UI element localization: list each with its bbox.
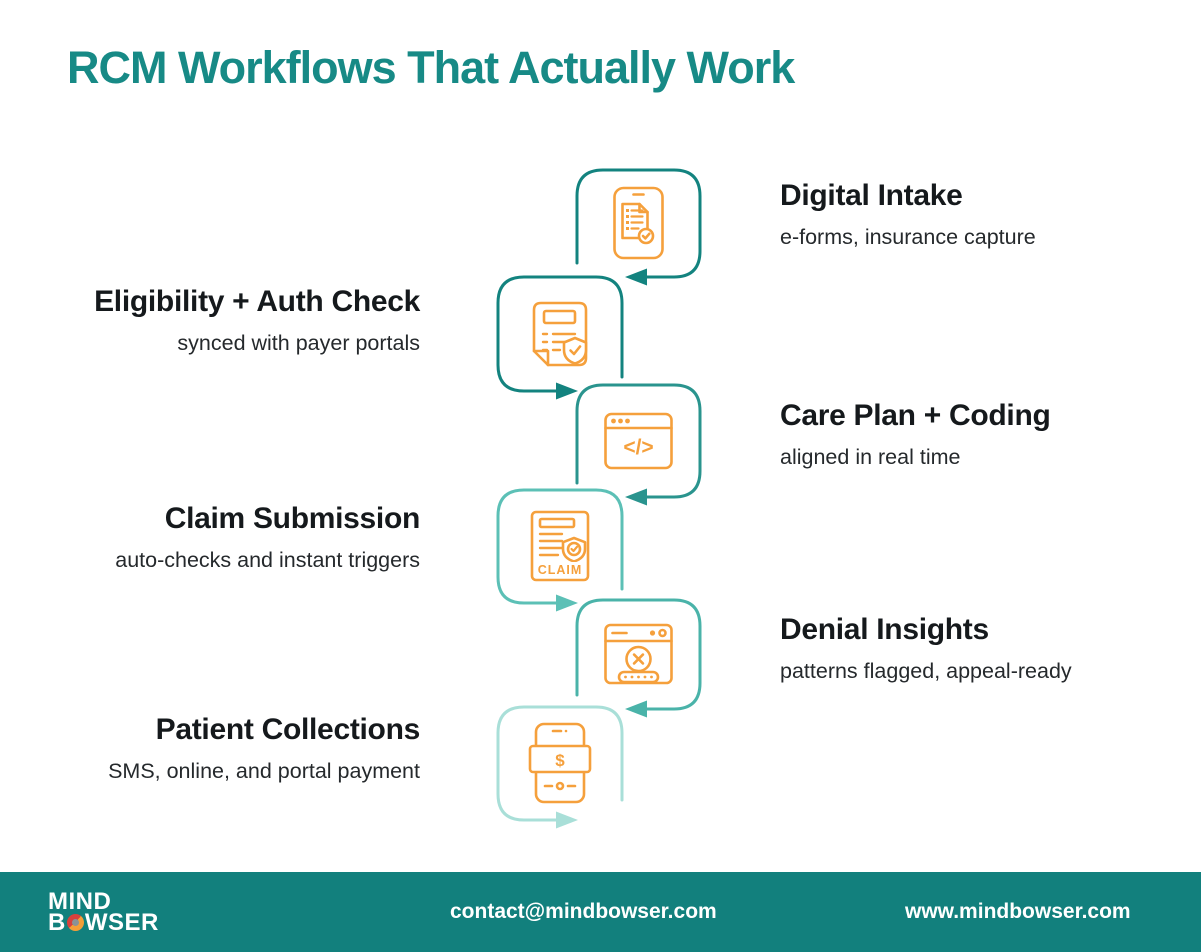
step-title-denial-insights: Denial Insights (780, 613, 989, 646)
step-subtitle-claim-submission: auto-checks and instant triggers (115, 548, 420, 572)
arrow-into-eligibility-icon (625, 268, 647, 286)
logo-text-mind: MIND (48, 888, 112, 915)
arrow-into-care-plan-icon (556, 382, 578, 400)
phone-form-icon (613, 186, 664, 260)
logo-text-bowser: B WSER (48, 909, 159, 936)
svg-text:</>: </> (623, 436, 653, 459)
step-eligibility: Eligibility + Auth Check synced with pay… (94, 285, 420, 356)
footer-email-link[interactable]: contact@mindbowser.com (450, 900, 717, 923)
denied-window-icon (604, 623, 673, 685)
document-shield-icon (532, 301, 588, 367)
claim-document-icon: CLAIM (530, 510, 590, 582)
step-subtitle-care-plan: aligned in real time (780, 445, 961, 469)
footer-website-link[interactable]: www.mindbowser.com (905, 900, 1131, 923)
code-window-icon: </> (604, 412, 673, 470)
step-subtitle-denial-insights: patterns flagged, appeal-ready (780, 659, 1072, 683)
flow-box-claim-submission (496, 488, 624, 612)
logo-text-wser: WSER (84, 909, 159, 936)
step-title-eligibility: Eligibility + Auth Check (94, 285, 420, 318)
flow-exit-arrow-icon (556, 811, 578, 829)
mindbowser-logo: MIND B WSER (48, 888, 159, 936)
flow-box-digital-intake (575, 168, 702, 286)
logo-text-b: B (48, 909, 66, 936)
flow-box-patient-collections (496, 705, 624, 829)
page-title: RCM Workflows That Actually Work (67, 42, 795, 93)
step-care-plan: Care Plan + Coding aligned in real time (780, 399, 1051, 470)
flow-box-denial-insights (575, 598, 702, 718)
footer: MIND B WSER contact@mindbowser.com www.mi… (0, 872, 1201, 952)
step-subtitle-eligibility: synced with payer portals (177, 331, 420, 355)
arrow-into-denial-icon (556, 594, 578, 612)
step-title-digital-intake: Digital Intake (780, 179, 963, 212)
step-subtitle-patient-collections: SMS, online, and portal payment (108, 759, 420, 783)
step-patient-collections: Patient Collections SMS, online, and por… (108, 713, 420, 784)
step-title-care-plan: Care Plan + Coding (780, 399, 1051, 432)
step-denial-insights: Denial Insights patterns flagged, appeal… (780, 613, 1072, 684)
step-claim-submission: Claim Submission auto-checks and instant… (115, 502, 420, 573)
step-subtitle-digital-intake: e-forms, insurance capture (780, 225, 1036, 249)
arrow-into-claim-icon (625, 488, 647, 506)
arrow-into-collections-icon (625, 700, 647, 718)
svg-text:$: $ (555, 751, 565, 770)
svg-text:CLAIM: CLAIM (538, 563, 583, 577)
step-title-patient-collections: Patient Collections (155, 713, 421, 746)
logo-swirl-icon (66, 914, 84, 931)
step-digital-intake: Digital Intake e-forms, insurance captur… (780, 179, 1036, 250)
phone-payment-icon: $ (528, 722, 592, 804)
flow-box-eligibility (496, 275, 624, 400)
step-title-claim-submission: Claim Submission (164, 502, 421, 535)
flow-box-care-plan (575, 383, 702, 506)
